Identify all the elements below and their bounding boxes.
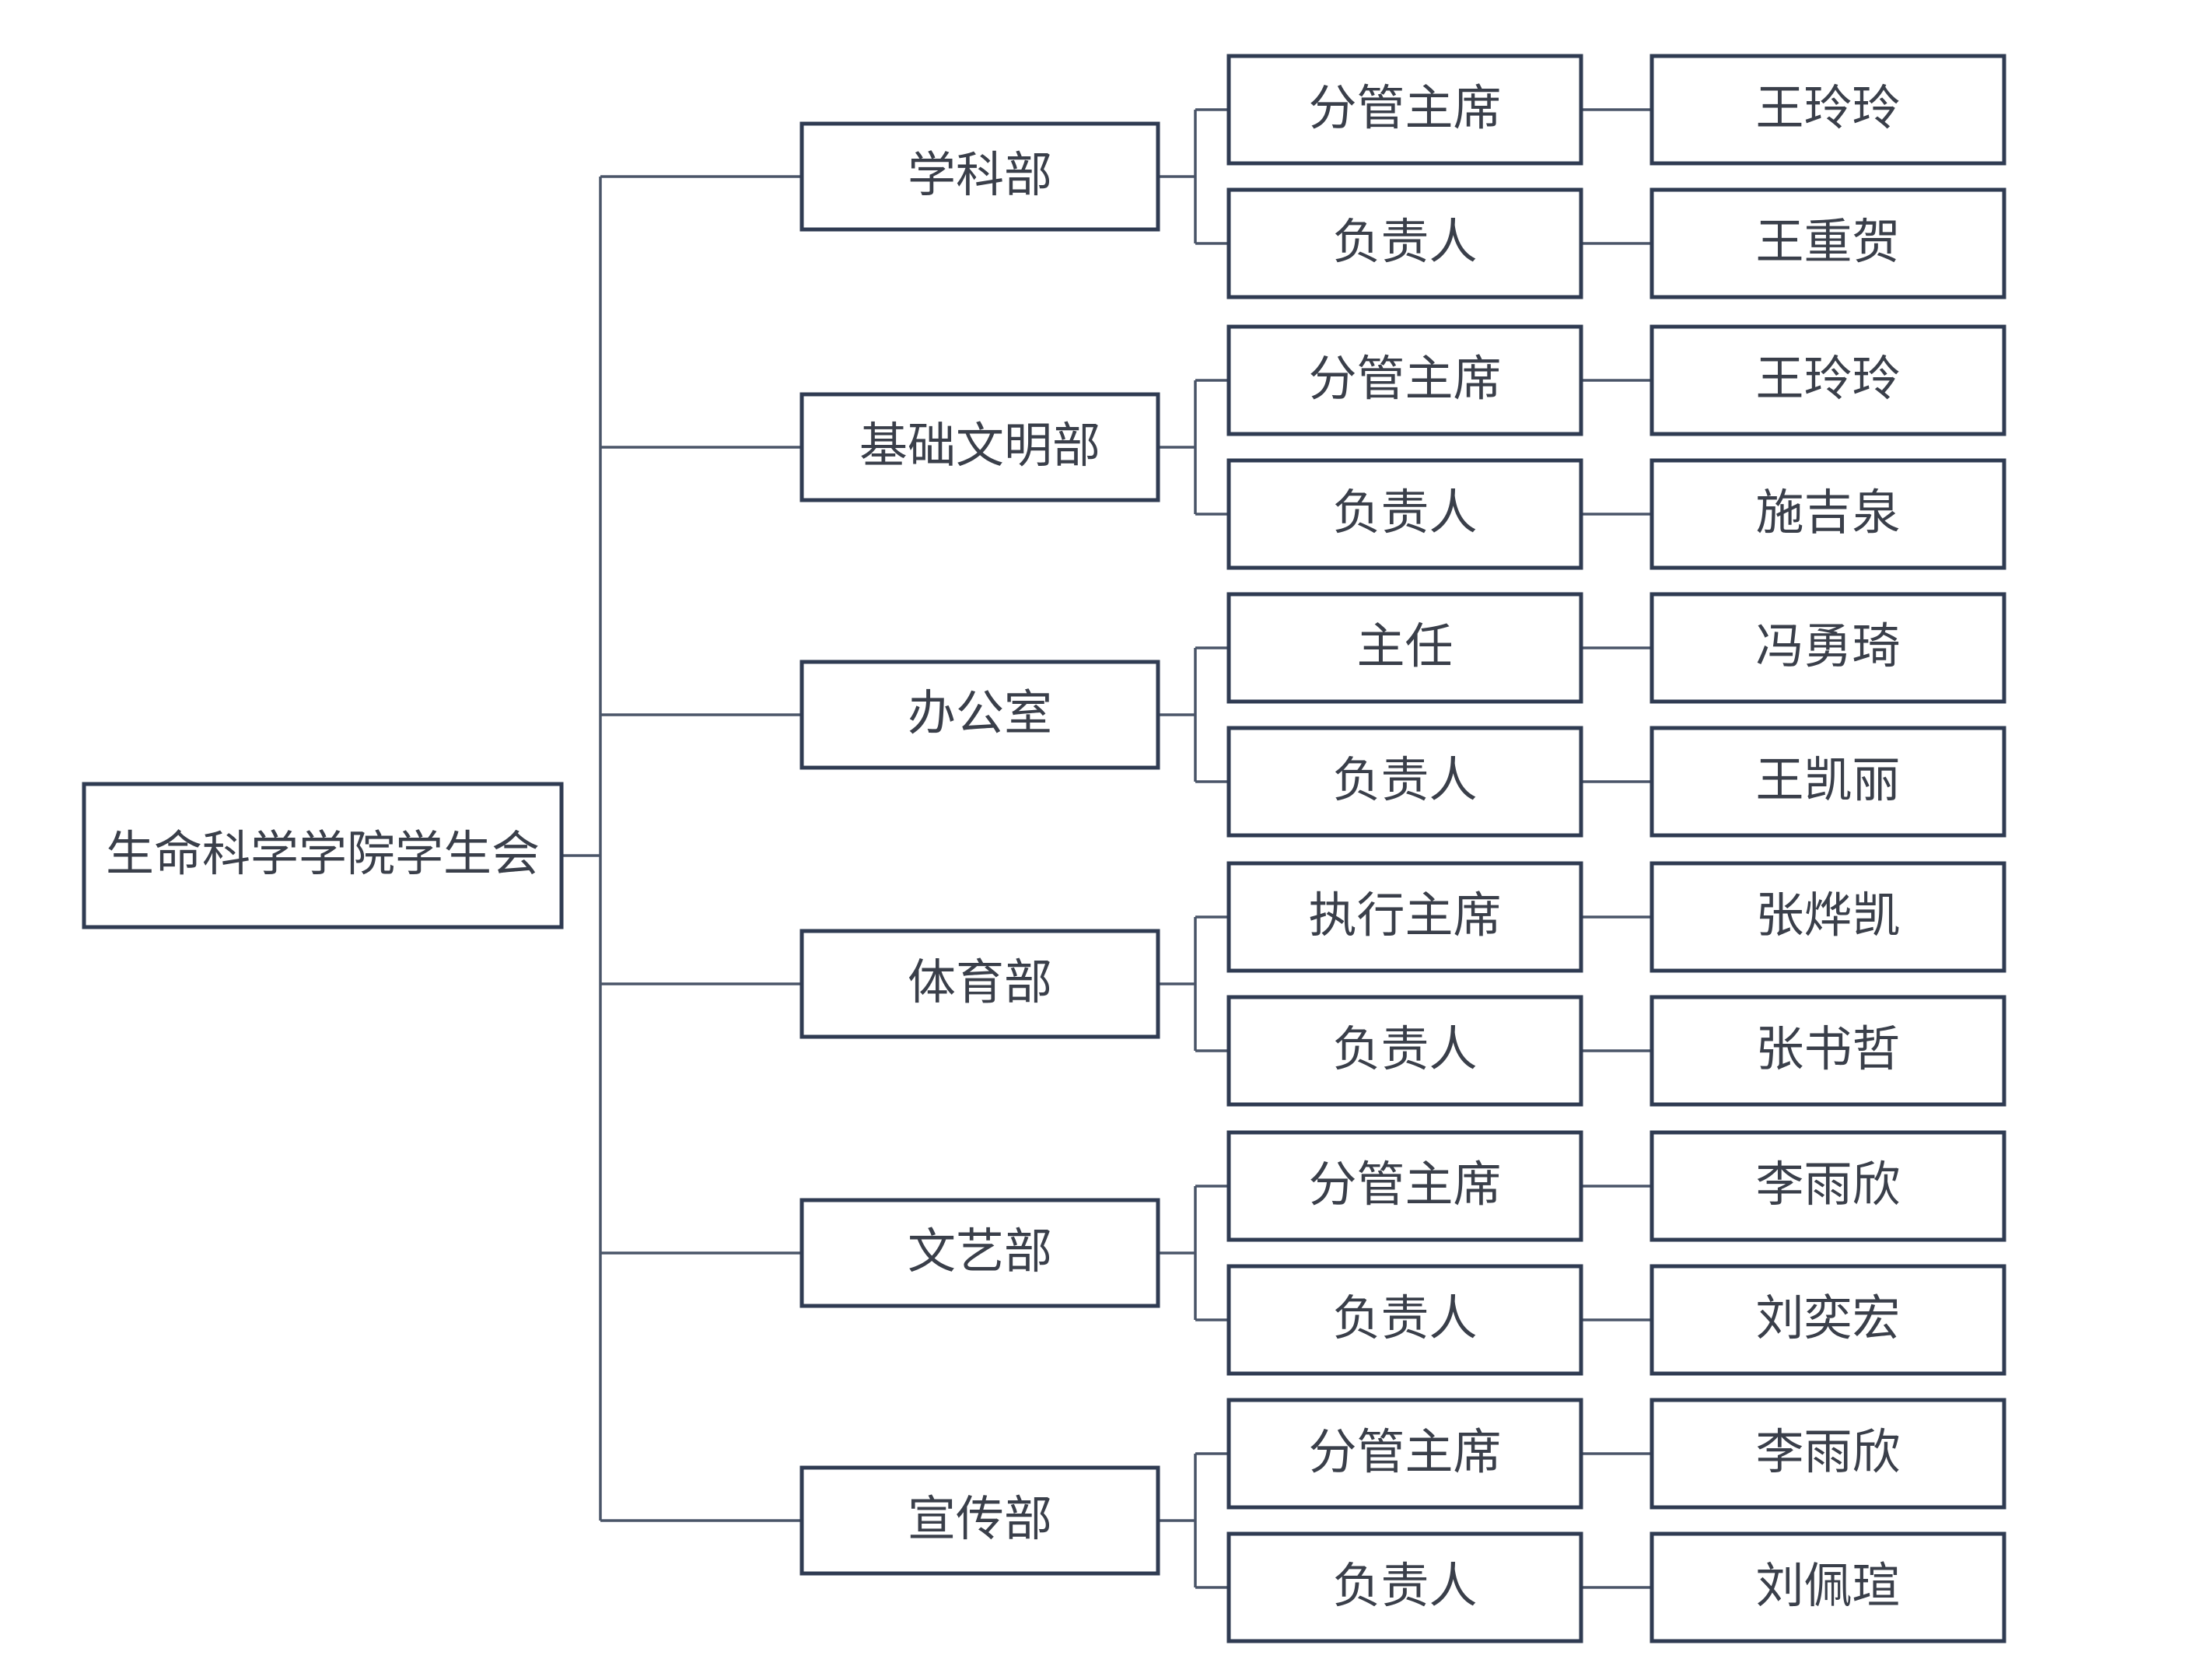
person-node-border — [1649, 54, 2006, 166]
department-node: 办公室 — [799, 660, 1160, 770]
role-node-label: 分管主席 — [1308, 350, 1501, 407]
role-node: 分管主席 — [1226, 1398, 1583, 1510]
root-node: 生命科学学院学生会 — [82, 782, 564, 929]
person-node-border — [1649, 861, 2006, 973]
person-node: 王重贺 — [1649, 187, 2006, 299]
role-node-label: 主任 — [1356, 618, 1453, 674]
role-node-border — [1226, 592, 1583, 704]
person-node-border — [1649, 592, 2006, 704]
role-node-border — [1226, 187, 1583, 299]
role-node: 负责人 — [1226, 726, 1583, 838]
department-node: 宣传部 — [799, 1465, 1160, 1576]
department-node: 文艺部 — [799, 1198, 1160, 1308]
person-node-label: 王凯丽 — [1755, 751, 1900, 808]
role-node: 分管主席 — [1226, 1130, 1583, 1242]
role-node-label: 负责人 — [1332, 751, 1477, 808]
role-node: 负责人 — [1226, 458, 1583, 570]
person-node-border — [1649, 995, 2006, 1107]
role-node-border — [1226, 458, 1583, 570]
role-node-label: 负责人 — [1332, 1557, 1477, 1614]
person-node: 李雨欣 — [1649, 1398, 2006, 1510]
org-nodes: 生命科学学院学生会学科部分管主席王玲玲负责人王重贺基础文明部分管主席王玲玲负责人… — [82, 54, 2006, 1643]
person-node-border — [1649, 1130, 2006, 1242]
department-node-label: 办公室 — [908, 684, 1052, 741]
role-node: 分管主席 — [1226, 54, 1583, 166]
role-node-border — [1226, 726, 1583, 838]
person-node: 刘佩瑄 — [1649, 1531, 2006, 1643]
role-node: 负责人 — [1226, 1264, 1583, 1376]
person-node-label: 王玲玲 — [1755, 79, 1900, 136]
person-node-label: 王玲玲 — [1755, 350, 1900, 407]
department-node: 体育部 — [799, 929, 1160, 1039]
role-node-label: 负责人 — [1332, 213, 1477, 270]
person-node-label: 李雨欣 — [1755, 1156, 1900, 1213]
role-node-border — [1226, 54, 1583, 166]
person-node-border — [1649, 1398, 2006, 1510]
person-node-label: 李雨欣 — [1755, 1423, 1900, 1480]
person-node-border — [1649, 458, 2006, 570]
person-node-border — [1649, 187, 2006, 299]
department-node-border — [799, 1465, 1160, 1576]
role-node-label: 执行主席 — [1308, 887, 1501, 943]
role-node-label: 分管主席 — [1308, 1156, 1501, 1213]
role-node-border — [1226, 995, 1583, 1107]
role-node-border — [1226, 861, 1583, 973]
person-node: 张书哲 — [1649, 995, 2006, 1107]
department-node-border — [799, 392, 1160, 502]
role-node-label: 负责人 — [1332, 1020, 1477, 1077]
role-node: 负责人 — [1226, 187, 1583, 299]
person-node-label: 张烨凯 — [1755, 887, 1900, 943]
person-node: 刘奕宏 — [1649, 1264, 2006, 1376]
department-node-border — [799, 121, 1160, 232]
department-node-border — [799, 929, 1160, 1039]
person-node-border — [1649, 1264, 2006, 1376]
role-node: 分管主席 — [1226, 324, 1583, 436]
role-node: 执行主席 — [1226, 861, 1583, 973]
role-node: 负责人 — [1226, 1531, 1583, 1643]
role-node-border — [1226, 1264, 1583, 1376]
person-node-label: 刘奕宏 — [1755, 1290, 1900, 1346]
root-node-label: 生命科学学院学生会 — [106, 825, 540, 882]
role-node: 负责人 — [1226, 995, 1583, 1107]
connector-lines — [561, 108, 1652, 1589]
person-node: 李雨欣 — [1649, 1130, 2006, 1242]
root-node-border — [82, 782, 564, 929]
department-node: 学科部 — [799, 121, 1160, 232]
department-node-label: 文艺部 — [908, 1223, 1052, 1279]
role-node-border — [1226, 1130, 1583, 1242]
person-node: 冯勇琦 — [1649, 592, 2006, 704]
department-node-label: 体育部 — [908, 954, 1052, 1010]
person-node-border — [1649, 726, 2006, 838]
person-node-label: 冯勇琦 — [1755, 618, 1900, 674]
person-node-label: 施吉泉 — [1755, 484, 1900, 541]
role-node-label: 负责人 — [1332, 484, 1477, 541]
role-node-border — [1226, 1398, 1583, 1510]
person-node-border — [1649, 1531, 2006, 1643]
role-node-label: 负责人 — [1332, 1290, 1477, 1346]
role-node-border — [1226, 1531, 1583, 1643]
department-node-label: 宣传部 — [908, 1490, 1052, 1547]
person-node-label: 王重贺 — [1755, 213, 1900, 270]
person-node: 张烨凯 — [1649, 861, 2006, 973]
person-node: 施吉泉 — [1649, 458, 2006, 570]
department-node-label: 基础文明部 — [859, 417, 1100, 474]
person-node: 王凯丽 — [1649, 726, 2006, 838]
role-node-border — [1226, 324, 1583, 436]
department-node: 基础文明部 — [799, 392, 1160, 502]
person-node: 王玲玲 — [1649, 54, 2006, 166]
person-node: 王玲玲 — [1649, 324, 2006, 436]
role-node-label: 分管主席 — [1308, 79, 1501, 136]
role-node-label: 分管主席 — [1308, 1423, 1501, 1480]
role-node: 主任 — [1226, 592, 1583, 704]
department-node-label: 学科部 — [908, 146, 1052, 203]
department-node-border — [799, 660, 1160, 770]
person-node-label: 张书哲 — [1755, 1020, 1900, 1077]
person-node-border — [1649, 324, 2006, 436]
person-node-label: 刘佩瑄 — [1755, 1557, 1900, 1614]
department-node-border — [799, 1198, 1160, 1308]
